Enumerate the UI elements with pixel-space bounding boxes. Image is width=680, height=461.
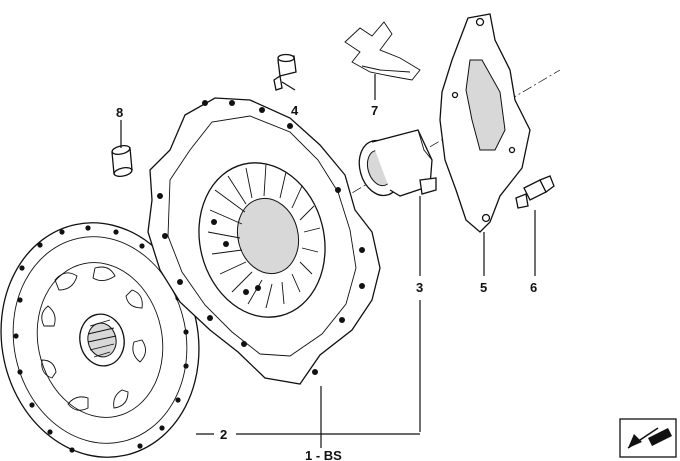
label-part-8: 8 [116,105,123,120]
label-part-1: 1 - BS [305,448,342,461]
disc-hub [79,313,125,367]
label-part-2: 2 [220,427,227,442]
label-part-7: 7 [371,103,378,118]
guide-plate [439,13,531,233]
clutch-disc [0,222,200,458]
leader-4 [281,81,296,91]
pressure-plate-holes [157,100,365,375]
label-part-3: 3 [416,280,423,295]
leader-lines [120,74,536,448]
label-part-4: 4 [291,103,299,118]
bolt [273,53,297,91]
bleeder-screw [515,175,555,209]
disc-damper-windows [41,266,146,411]
pilot-bushing [111,145,133,177]
release-clip [344,21,421,81]
orientation-arrow-icon [619,418,677,458]
label-part-5: 5 [480,280,487,295]
pressure-plate [147,97,381,385]
spring-finger-tips [211,219,261,295]
label-part-6: 6 [530,280,537,295]
release-bearing [358,129,437,197]
diaphragm-spring [198,162,326,318]
